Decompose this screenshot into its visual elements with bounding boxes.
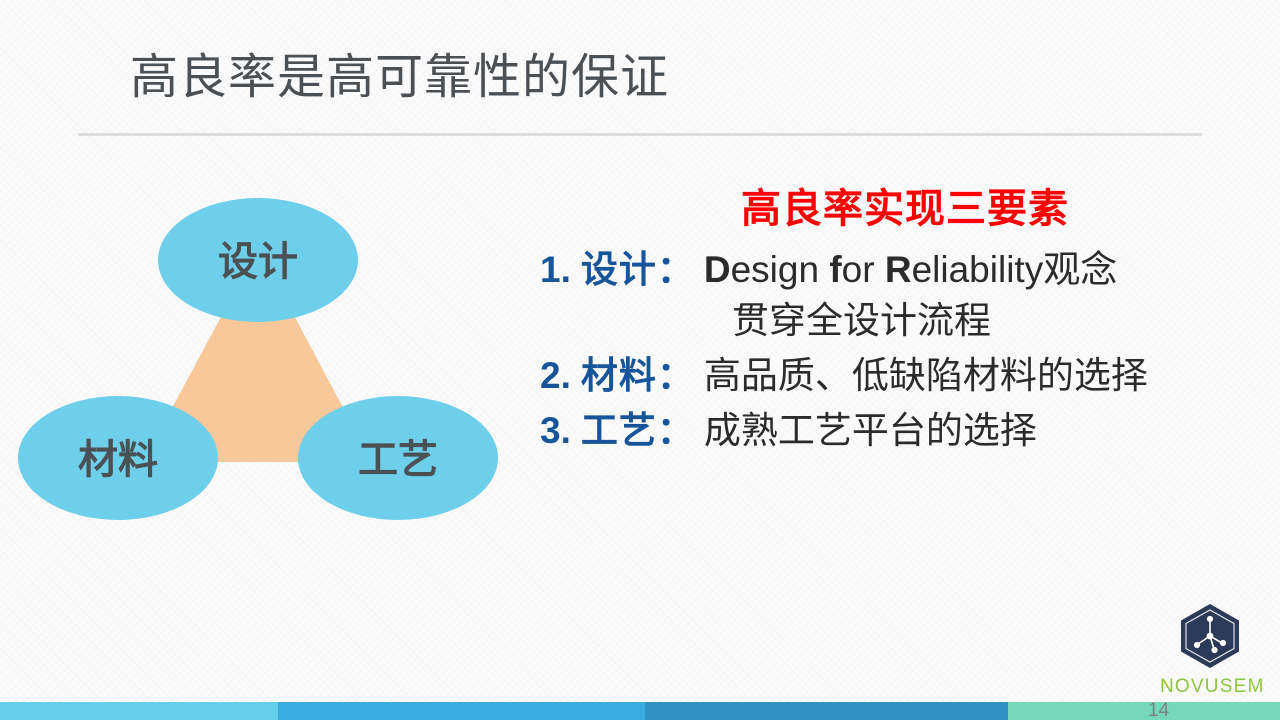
footer-segment-3 [645, 702, 1008, 720]
title-divider [78, 133, 1202, 136]
node-ellipse-material [18, 396, 218, 520]
node-ellipse-design [158, 198, 358, 322]
list-item-1-number: 1. [540, 249, 571, 290]
list-item-1-value-rest-1: esign [730, 249, 830, 290]
list-item-1-value-rest-3: eliability观念 [911, 249, 1118, 290]
list-item-3: 3. 工艺 ： 成熟工艺平台的选择 [540, 405, 1270, 456]
list-item-1-colon: ： [656, 249, 694, 290]
footer-segment-4 [1008, 702, 1280, 720]
list-item-1-value-bold-2: f [829, 249, 842, 290]
footer-segment-1 [0, 702, 278, 720]
triangle-shape [143, 248, 372, 462]
list-item-1-value-bold-1: D [703, 249, 731, 290]
list-item-3-value: 成熟工艺平台的选择 [703, 410, 1037, 452]
page-title: 高良率是高可靠性的保证 [130, 51, 670, 104]
page-number: 14 [1148, 700, 1170, 720]
node-label-design: 设计 [218, 240, 298, 284]
list-item-1-value: Design for Reliability观念 [704, 244, 1117, 295]
content-heading: 高良率实现三要素 [741, 187, 1069, 231]
logo-wordmark: NOVUSEM [1160, 676, 1265, 697]
diagram-node-material: 材料 [18, 396, 218, 520]
list-item-2-key: 材料 [580, 355, 657, 397]
list-item-2-number: 2. [540, 355, 571, 397]
list-item-2-value: 高品质、低缺陷材料的选择 [703, 355, 1148, 397]
diagram-node-design: 设计 [158, 198, 358, 322]
footer-color-bar [0, 702, 1280, 720]
list-item-1-value-rest-2: or [841, 249, 885, 290]
node-ellipse-process [298, 396, 498, 520]
list-item-1-continuation: 贯穿全设计流程 [732, 300, 991, 342]
hexagon-molecule-icon [1181, 604, 1239, 668]
node-label-process: 工艺 [358, 438, 438, 482]
list-item-2: 2. 材料 ： 高品质、低缺陷材料的选择 [540, 350, 1270, 401]
list-item-1-value-bold-3: R [884, 249, 912, 290]
diagram-node-process: 工艺 [298, 396, 498, 520]
list-item-1: 1. 设计 ： Design for Reliability观念 [540, 244, 1270, 295]
list-item-3-number: 3. [540, 410, 571, 452]
list-item-3-colon: ： [656, 410, 694, 452]
content-block: 高良率实现三要素 1. 设计 ： Design for Reliability观… [540, 186, 1270, 456]
list-item-1-key: 设计 [580, 249, 657, 290]
footer-segment-2 [278, 702, 645, 720]
list-item-3-key: 工艺 [580, 410, 657, 452]
three-elements-diagram: 设计 材料 工艺 [0, 170, 520, 550]
node-label-material: 材料 [78, 438, 158, 482]
list-item-2-colon: ： [656, 355, 694, 397]
brand-logo: NOVUSEM [1160, 602, 1265, 698]
